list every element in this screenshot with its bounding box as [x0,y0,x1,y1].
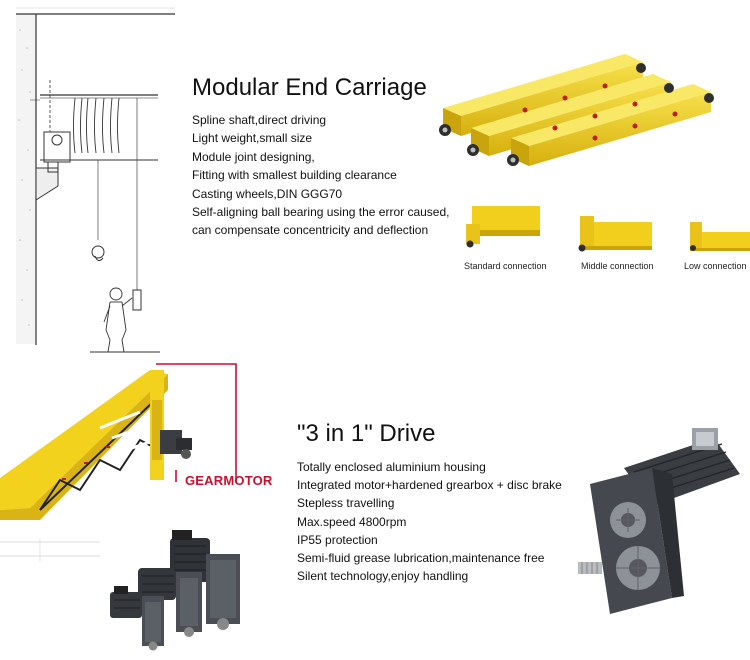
feature-item: Totally enclosed aluminium housing [297,460,486,474]
gearmotors-group-image [100,520,250,655]
section2-title: "3 in 1" Drive [297,420,436,447]
feature-item: Semi-fluid grease lubrication,maintenanc… [297,551,545,566]
section2-feature-list: Totally enclosed aluminium housing Integ… [297,458,562,585]
gearmotor-callout-label: GEARMOTOR [185,473,273,488]
feature-item: Fitting with smallest building clearance [192,168,397,183]
low-connection-image [684,218,750,254]
feature-item: Spline shaft,direct driving [192,113,327,127]
end-carriage-beams-image [415,38,750,168]
section1-feature-list: Spline shaft,direct driving Light weight… [192,111,450,240]
standard-connection-image [462,202,542,252]
gearbox-cutaway-image [576,428,746,618]
middle-connection-label: Middle connection [581,261,654,271]
crane-girder-closeup-image [0,360,245,520]
standard-connection-label: Standard connection [464,261,547,271]
feature-item: Module joint designing, [192,149,315,164]
building-clearance-drawing [0,0,175,360]
feature-item: Self-aligning ball bearing using the err… [192,205,450,220]
middle-connection-image [574,212,654,256]
feature-item: Casting wheels,DIN GGG70 [192,186,343,201]
section1-title: Modular End Carriage [192,74,427,101]
low-connection-label: Low connection [684,261,747,271]
feature-item: Light weight,small size [192,131,313,146]
feature-item: Integrated motor+hardened grearbox + dis… [297,478,562,493]
feature-item: can compensate concentricity and deflect… [192,223,429,238]
feature-item: Silent technology,enjoy handling [297,569,469,584]
feature-item: IP55 protection [297,532,378,547]
dimension-lines-decoration [0,538,110,568]
feature-item: Max.speed 4800rpm [297,514,407,529]
feature-item: Stepless travelling [297,496,395,511]
